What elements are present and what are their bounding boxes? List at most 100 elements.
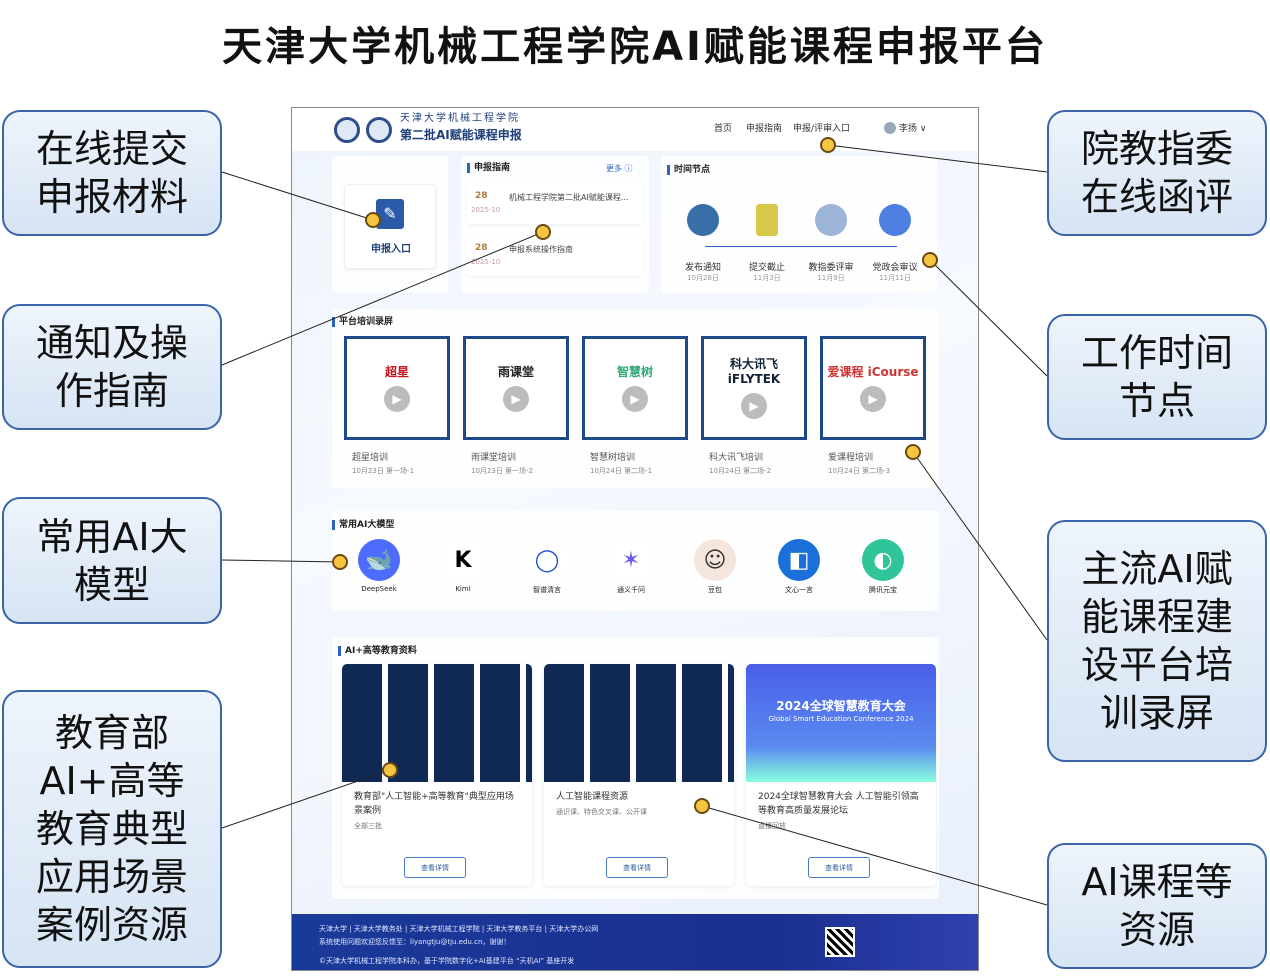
model-logo-icon: ◯ [526, 539, 568, 581]
training-name: 爱课程培训 [828, 453, 874, 463]
training-session: 10月24日 第二场-2 [709, 467, 772, 475]
model-label: 智谱清言 [533, 586, 561, 594]
marker-dot [365, 212, 381, 228]
meeting-icon [879, 204, 911, 236]
site-name: 天津大学机械工程学院 [400, 113, 520, 124]
connector-line [221, 559, 341, 563]
connector-line [221, 171, 374, 221]
guide-item[interactable]: 28 2025-10 机械工程学院第二批AI赋能课程... [467, 184, 643, 224]
node-date: 10月28日 [687, 274, 719, 282]
training-title: 平台培训录屏 [332, 317, 393, 327]
play-icon[interactable]: ▶ [622, 385, 648, 412]
node-label: 教指委评审 [808, 263, 854, 273]
view-details-button[interactable]: 查看详情 [404, 857, 466, 878]
callout-guides: 通知及操 作指南 [2, 304, 222, 430]
connector-line [221, 231, 544, 366]
node-label: 发布通知 [684, 263, 721, 273]
platform-logo: 科大讯飞 iFLYTEK [727, 357, 781, 386]
play-icon[interactable]: ▶ [384, 385, 410, 412]
callout-ai-models: 常用AI大 模型 [2, 497, 222, 624]
guide-panel: 申报指南 更多 ⓘ 28 2025-10 机械工程学院第二批AI赋能课程... … [461, 156, 649, 293]
model-logo-icon: ☺ [694, 539, 736, 581]
callout-moe-cases: 教育部 AI+高等 教育典型 应用场景 案例资源 [2, 690, 222, 968]
model-item[interactable]: ✶通义千问 [596, 539, 666, 595]
training-name: 科大讯飞培训 [709, 453, 764, 463]
training-item[interactable]: 科大讯飞 iFLYTEK ▶ 科大讯飞培训 10月24日 第二场-2 [701, 336, 807, 476]
nav-review-entry[interactable]: 申报/评审入口 [793, 124, 851, 134]
view-details-button[interactable]: 查看详情 [606, 857, 668, 878]
video-thumbnail[interactable]: 爱课程 iCourse ▶ [820, 336, 926, 440]
play-icon[interactable]: ▶ [860, 385, 886, 412]
training-session: 10月24日 第二场-1 [590, 467, 653, 475]
resources-list: 教育部"人工智能+高等教育"典型应用场景案例 全部三批 查看详情 人工智能课程资… [342, 664, 936, 886]
entry-label: 申报入口 [371, 244, 411, 255]
model-item[interactable]: ◐腾讯元宝 [848, 539, 918, 595]
site-header: 天津大学机械工程学院 第二批AI赋能课程申报 首页 申报指南 申报/评审入口 李… [292, 108, 978, 151]
video-thumbnail[interactable]: 超星▶ [344, 336, 450, 440]
nav-home[interactable]: 首页 [714, 124, 733, 134]
video-thumbnail[interactable]: 科大讯飞 iFLYTEK ▶ [701, 336, 807, 440]
guide-month: 2025-10 [471, 258, 501, 266]
guide-day: 28 [475, 191, 488, 201]
platform-logo: 智慧树 [616, 364, 653, 379]
model-item[interactable]: 🐋DeepSeek [344, 539, 414, 595]
training-item[interactable]: 爱课程 iCourse▶ 爱课程培训 10月24日 第二场-3 [820, 336, 926, 476]
marker-dot [694, 798, 710, 814]
resources-section: AI+高等教育资料 教育部"人工智能+高等教育"典型应用场景案例 全部三批 查看… [332, 637, 939, 899]
play-icon[interactable]: ▶ [741, 393, 767, 419]
model-label: 豆包 [708, 586, 722, 594]
model-item[interactable]: ◧文心一言 [764, 539, 834, 595]
video-thumbnail[interactable]: 智慧树 ▶ [582, 336, 688, 440]
training-item[interactable]: 雨课堂▶ 雨课堂培训 10月23日 第一场-2 [463, 336, 569, 476]
more-link[interactable]: 更多 ⓘ [606, 164, 633, 173]
banner-title: 2024全球智慧教育大会 [776, 699, 906, 713]
site-subtitle: 第二批AI赋能课程申报 [400, 128, 522, 142]
connector-line [912, 451, 1048, 641]
model-logo-icon: 🐋 [358, 539, 400, 581]
guide-item[interactable]: 28 2025-10 申报系统操作指南 [467, 236, 643, 276]
training-item[interactable]: 超星▶ 超星培训 10月23日 第一场-1 [344, 336, 450, 476]
guide-day: 28 [475, 243, 488, 253]
qr-code [825, 927, 855, 957]
resources-title: AI+高等教育资料 [338, 646, 417, 656]
user-menu[interactable]: 李扬 ∨ [899, 124, 927, 134]
resource-collage-image [544, 664, 734, 782]
model-logo-icon: ✶ [610, 539, 652, 581]
callout-submit-materials: 在线提交 申报材料 [2, 110, 222, 236]
edit-document-icon: ✎ [376, 199, 404, 229]
avatar[interactable] [884, 122, 896, 134]
guide-month: 2025-10 [471, 206, 501, 214]
marker-dot [332, 554, 348, 570]
resource-card: 人工智能课程资源 通识课、特色交叉课、公开课 查看详情 [544, 664, 734, 886]
site-footer: 天津大学 | 天津大学教务处 | 天津大学机械工程学院 | 天津大学教务平台 |… [292, 914, 978, 970]
platform-logo: 爱课程 iCourse [827, 364, 919, 379]
callout-training: 主流AI赋 能课程建 设平台培 训录屏 [1047, 520, 1267, 762]
model-item[interactable]: ◯ 智谱清言 [512, 539, 582, 595]
training-name: 雨课堂培训 [471, 453, 517, 463]
footer-contact: 系统使用问题欢迎您反馈至：liyangtju@tju.edu.cn，谢谢！ [319, 938, 511, 946]
view-details-button[interactable]: 查看详情 [808, 857, 870, 878]
screenshot-frame: 天津大学机械工程学院 第二批AI赋能课程申报 首页 申报指南 申报/评审入口 李… [291, 107, 979, 971]
footer-links[interactable]: 天津大学 | 天津大学教务处 | 天津大学机械工程学院 | 天津大学教务平台 |… [319, 925, 599, 933]
training-item[interactable]: 智慧树▶ 智慧树培训 10月24日 第二场-1 [582, 336, 688, 476]
submit-entry-button[interactable]: ✎ 申报入口 [344, 184, 436, 269]
nav-guide[interactable]: 申报指南 [746, 124, 783, 134]
review-icon [815, 204, 847, 236]
video-thumbnail[interactable]: 雨课堂▶ [463, 336, 569, 440]
training-section: 平台培训录屏 超星▶ 超星培训 10月23日 第一场-1 雨课堂▶ 雨课堂培训 … [332, 309, 939, 488]
play-icon[interactable]: ▶ [503, 385, 529, 412]
model-item[interactable]: ☺ 豆包 [680, 539, 750, 595]
marker-dot [535, 224, 551, 240]
node-date: 11月9日 [817, 274, 845, 282]
callout-resources: AI课程等 资源 [1047, 843, 1267, 969]
guide-text: 机械工程学院第二批AI赋能课程... [509, 193, 629, 202]
model-label: 文心一言 [785, 586, 813, 594]
